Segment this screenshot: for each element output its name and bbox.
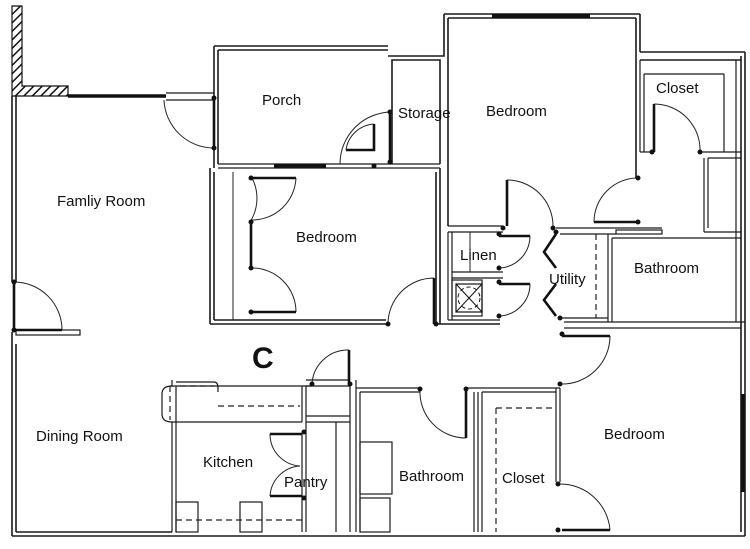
- label-kitchen: Kitchen: [203, 454, 253, 471]
- door-pantry[interactable]: [269, 429, 307, 501]
- door-bottom-bathroom[interactable]: [417, 386, 469, 439]
- label-bedroom-top: Bedroom: [486, 103, 547, 120]
- doors: [11, 95, 703, 533]
- door-top-bedroom[interactable]: [500, 179, 556, 231]
- door-bottom-closet[interactable]: [555, 481, 611, 533]
- label-dining-room: Dining Room: [36, 428, 123, 445]
- door-family-porch[interactable]: [163, 95, 217, 151]
- room-labels: Porch Storage Bedroom Closet Famliy Room…: [36, 80, 699, 491]
- door-hvac[interactable]: [496, 279, 531, 319]
- unit-label: C: [252, 342, 274, 375]
- door-bottom-bedroom[interactable]: [557, 331, 611, 387]
- hvac-unit-icon: [455, 283, 483, 313]
- label-closet-bottom: Closet: [502, 470, 545, 487]
- interior-walls: [15, 60, 745, 533]
- door-utility-bifold[interactable]: [542, 229, 563, 321]
- label-closet-top: Closet: [656, 80, 699, 97]
- label-family-room: Famliy Room: [57, 193, 145, 210]
- label-pantry: Pantry: [284, 474, 328, 491]
- door-family-exterior[interactable]: [11, 279, 63, 333]
- label-bathroom-bottom: Bathroom: [399, 468, 464, 485]
- door-kitchen-hallway[interactable]: [309, 349, 353, 387]
- label-bedroom-middle: Bedroom: [296, 229, 357, 246]
- label-linen: Linen: [460, 247, 497, 264]
- label-bathroom-top: Bathroom: [634, 260, 699, 277]
- door-top-bathroom[interactable]: [593, 175, 641, 225]
- door-storage[interactable]: [339, 109, 393, 169]
- label-bedroom-bottom: Bedroom: [604, 426, 665, 443]
- door-linen[interactable]: [496, 231, 531, 271]
- label-utility: Utility: [549, 271, 586, 288]
- label-storage: Storage: [398, 105, 451, 122]
- label-porch: Porch: [262, 92, 301, 109]
- door-closet-middle-bedroom[interactable]: [248, 175, 297, 315]
- door-middle-bedroom[interactable]: [385, 277, 439, 327]
- hatched-wall: [11, 5, 69, 97]
- door-top-closet[interactable]: [649, 103, 703, 155]
